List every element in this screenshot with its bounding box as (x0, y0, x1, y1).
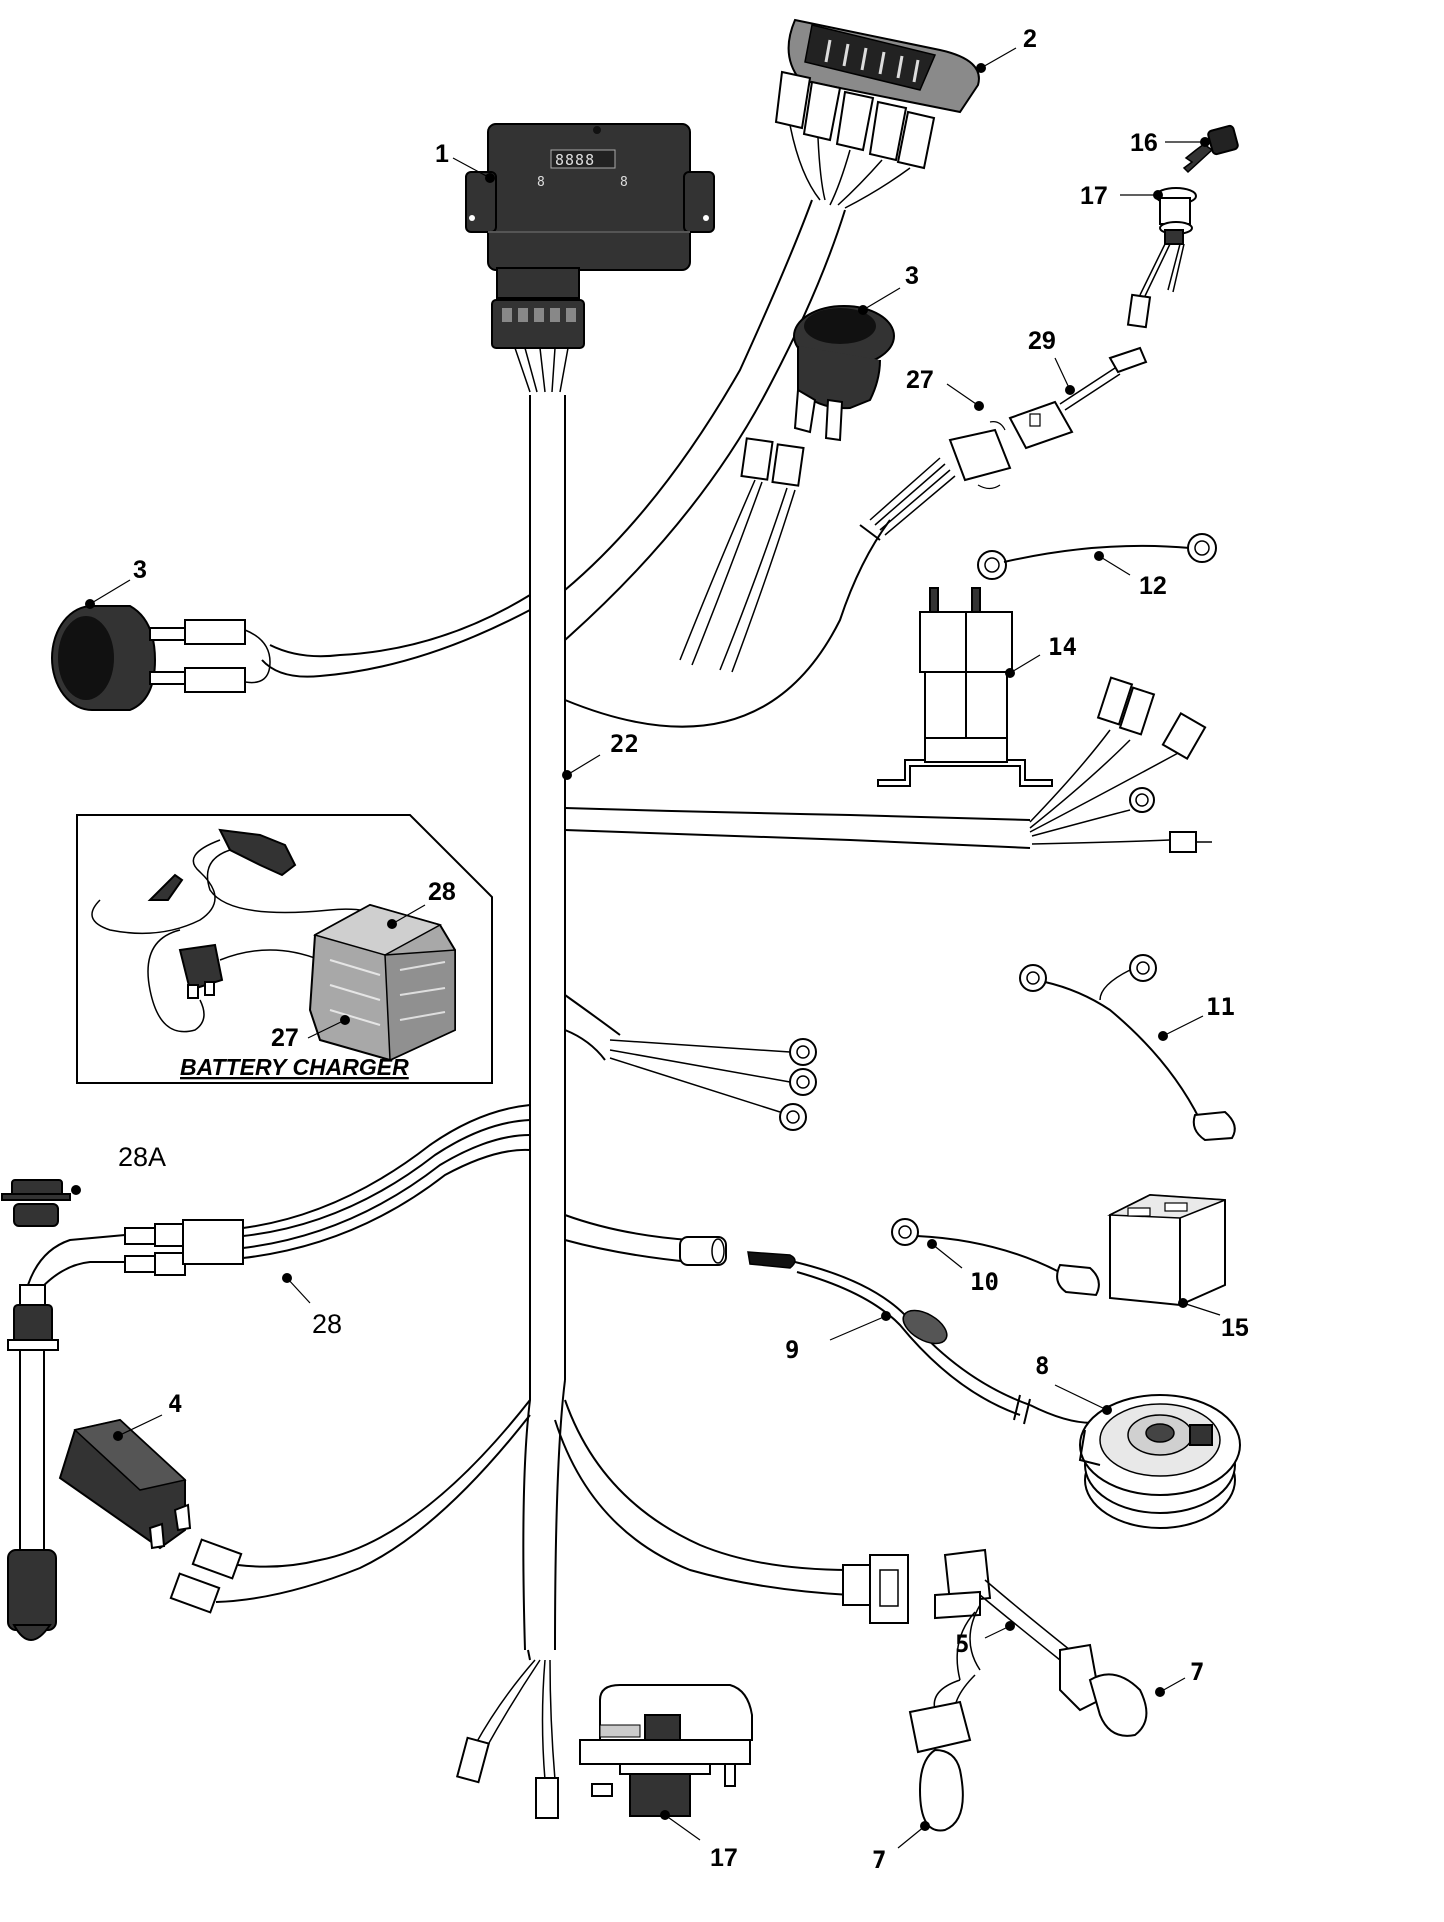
seat-sensor-28A (1, 1179, 71, 1227)
callout-29: 29 (1028, 327, 1056, 355)
callout-1: 1 (435, 140, 449, 168)
key-switch-lead (564, 346, 1148, 728)
callout-3-left: 3 (133, 556, 147, 584)
callout-10: 10 (970, 1268, 999, 1296)
ignition-key (1182, 124, 1239, 174)
callout-24: 27 (271, 1024, 299, 1052)
hour-meter-display: 8888 (555, 151, 595, 169)
relay-branch (169, 1399, 531, 1614)
callout-12: 12 (1139, 572, 1167, 600)
lamp-plug-5 (934, 1548, 1071, 1681)
callout-4: 4 (168, 1390, 182, 1418)
solenoid-branch (564, 676, 1212, 853)
callout-22: 22 (610, 730, 639, 758)
trunk-bottom-leads (455, 1649, 559, 1819)
cable-10 (891, 1218, 1100, 1297)
callout-15: 15 (1221, 1314, 1249, 1342)
callout-3-upper: 3 (905, 262, 919, 290)
lamp-branch (554, 1399, 909, 1624)
pto-clutch-8 (1078, 1394, 1241, 1529)
relay-4 (58, 1418, 192, 1550)
switch-17 (579, 1684, 753, 1817)
callout-21: 17 (1080, 182, 1108, 210)
clutch-lead-9 (564, 1214, 1111, 1425)
callout-9: 9 (785, 1336, 799, 1364)
callout-11: 11 (1206, 993, 1235, 1021)
callout-17: 17 (710, 1844, 738, 1872)
switch-left (51, 594, 531, 711)
solenoid (877, 587, 1053, 787)
cable-11 (1019, 954, 1236, 1142)
hour-meter-digit-right: 8 (620, 175, 628, 190)
callout-16: 16 (1130, 129, 1158, 157)
ground-cable-12 (977, 533, 1217, 580)
battery-15 (1107, 1193, 1226, 1307)
hour-meter-digit-left: 8 (537, 175, 545, 190)
battery-gauge (787, 18, 980, 114)
ring-terminal-branch (564, 994, 817, 1131)
callout-8: 8 (1035, 1352, 1049, 1380)
callout-7-upper: 7 (1190, 1658, 1204, 1686)
callout-25: 28 (428, 878, 456, 906)
callout-7-lower: 7 (872, 1846, 886, 1874)
callout-14: 14 (1048, 633, 1077, 661)
callout-27: 27 (906, 366, 934, 394)
bulb-lower (908, 1674, 976, 1832)
callout-5: 5 (955, 1630, 969, 1658)
hour-meter: 8888 8 8 (465, 123, 715, 393)
callout-28A: 28A (118, 1142, 166, 1172)
callout-28: 28 (312, 1309, 342, 1339)
ignition-switch (1126, 187, 1197, 329)
battery-charger-caption: BATTERY CHARGER (180, 1054, 409, 1080)
callout-2: 2 (1023, 25, 1037, 53)
rod-sensor-28 (7, 1104, 531, 1641)
switch-upper (679, 305, 895, 673)
battery-gauge-connectors (564, 70, 936, 641)
bulb-upper (1059, 1643, 1148, 1737)
main-harness-trunk (522, 395, 566, 1651)
